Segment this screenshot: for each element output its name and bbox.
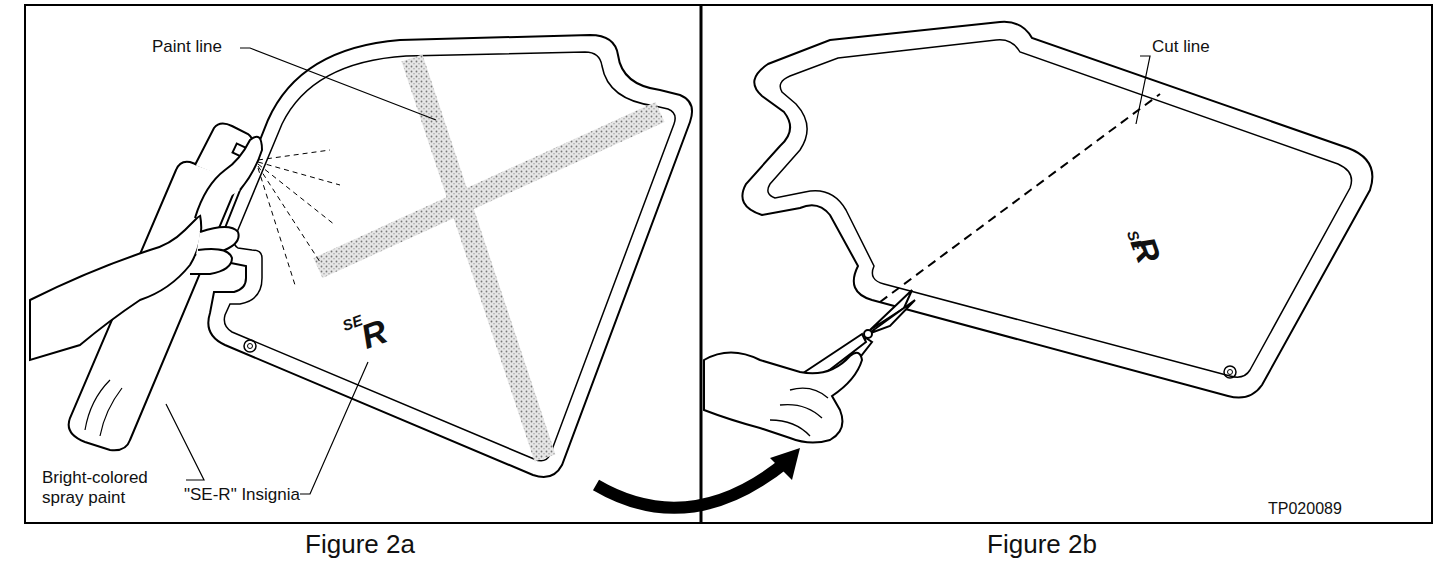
figure-caption: Figure 2b	[987, 530, 1097, 560]
figure-caption: Figure 2a	[305, 530, 415, 560]
floor-mat-2a	[208, 35, 692, 477]
flip-arrow	[596, 462, 786, 508]
figure-code: TP020089	[1268, 500, 1342, 518]
grommet	[1224, 366, 1236, 378]
leader-line	[1136, 56, 1150, 124]
frame	[25, 5, 1432, 523]
hand	[704, 353, 862, 443]
part-label: "SE-R" Insignia	[184, 485, 300, 505]
part-label: Cut line	[1152, 37, 1210, 57]
divider	[700, 5, 703, 523]
part-label: Paint line	[152, 37, 222, 57]
flip-arrow	[770, 448, 800, 480]
floor-mat-2b	[742, 22, 1372, 398]
leader-line	[300, 362, 368, 494]
hand	[30, 137, 262, 360]
part-label: Bright-colored spray paint	[42, 468, 192, 507]
cut-line	[880, 94, 1160, 302]
leader-line	[166, 404, 204, 480]
leader-line	[240, 48, 436, 120]
grommet	[244, 340, 256, 352]
spray	[258, 150, 340, 285]
grommet	[248, 344, 253, 349]
paint-line	[318, 112, 660, 268]
grommet	[1228, 370, 1233, 375]
